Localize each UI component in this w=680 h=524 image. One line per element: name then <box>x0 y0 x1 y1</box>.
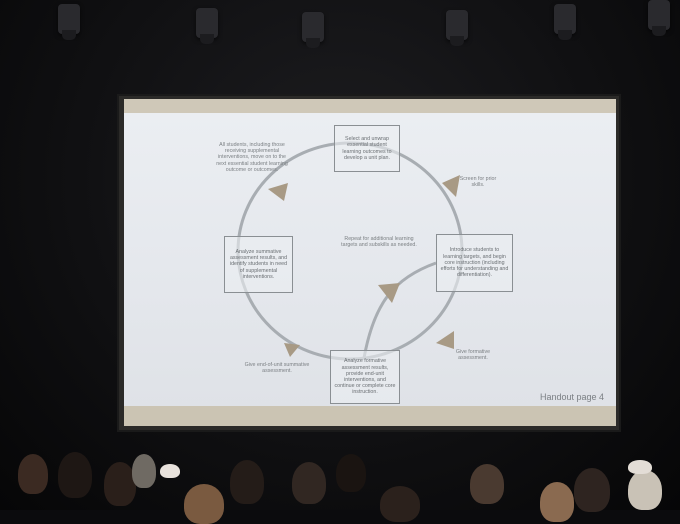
stage-light <box>302 12 324 48</box>
note-summative-assessment: Give end-of-unit summative assessment. <box>244 362 310 375</box>
note-screen-skills: Screen for prior skills. <box>459 176 497 189</box>
arrow-bottom-right <box>436 331 454 349</box>
step-box-analyze-formative: Analyze formative assessment results, pr… <box>330 350 400 404</box>
flower-decoration <box>628 460 652 474</box>
step-box-select-outcomes: Select and unwrap essential student lear… <box>334 125 400 172</box>
stage-lighting-rig <box>0 0 680 70</box>
audience-head <box>574 468 610 512</box>
audience-head <box>292 462 326 504</box>
audience-head <box>470 464 504 504</box>
screen-top-border <box>124 99 616 115</box>
audience-head <box>104 462 136 506</box>
audience-head <box>58 452 92 498</box>
stage-light <box>446 10 468 46</box>
note-repeat: Repeat for additional learning targets a… <box>341 236 417 249</box>
inner-loop <box>362 261 437 359</box>
audience <box>0 440 680 524</box>
step-box-introduce-targets: Introduce students to learning targets, … <box>436 234 513 292</box>
arrow-top-left <box>268 183 288 201</box>
screen-bottom-border <box>124 406 616 426</box>
handout-page-label: Handout page 4 <box>540 392 605 402</box>
step-box-analyze-summative: Analyze summative assessment results, an… <box>224 236 293 293</box>
note-move-on: All students, including those receiving … <box>216 142 288 173</box>
arrow-top-right <box>442 175 460 197</box>
note-formative-assessment: Give formative assessment. <box>455 349 491 362</box>
stage-light <box>196 8 218 44</box>
audience-head <box>540 482 574 522</box>
stage-light <box>554 4 576 40</box>
audience-head <box>184 484 224 524</box>
arrow-bottom-left <box>284 343 300 357</box>
audience-head <box>132 454 156 488</box>
audience-head <box>380 486 420 522</box>
stage-light <box>648 0 670 36</box>
flower-decoration <box>160 464 180 478</box>
audience-head <box>336 454 366 492</box>
stage-light <box>58 4 80 40</box>
arrow-inner <box>378 283 400 303</box>
audience-head <box>230 460 264 504</box>
audience-head <box>18 454 48 494</box>
audience-head <box>628 470 662 510</box>
